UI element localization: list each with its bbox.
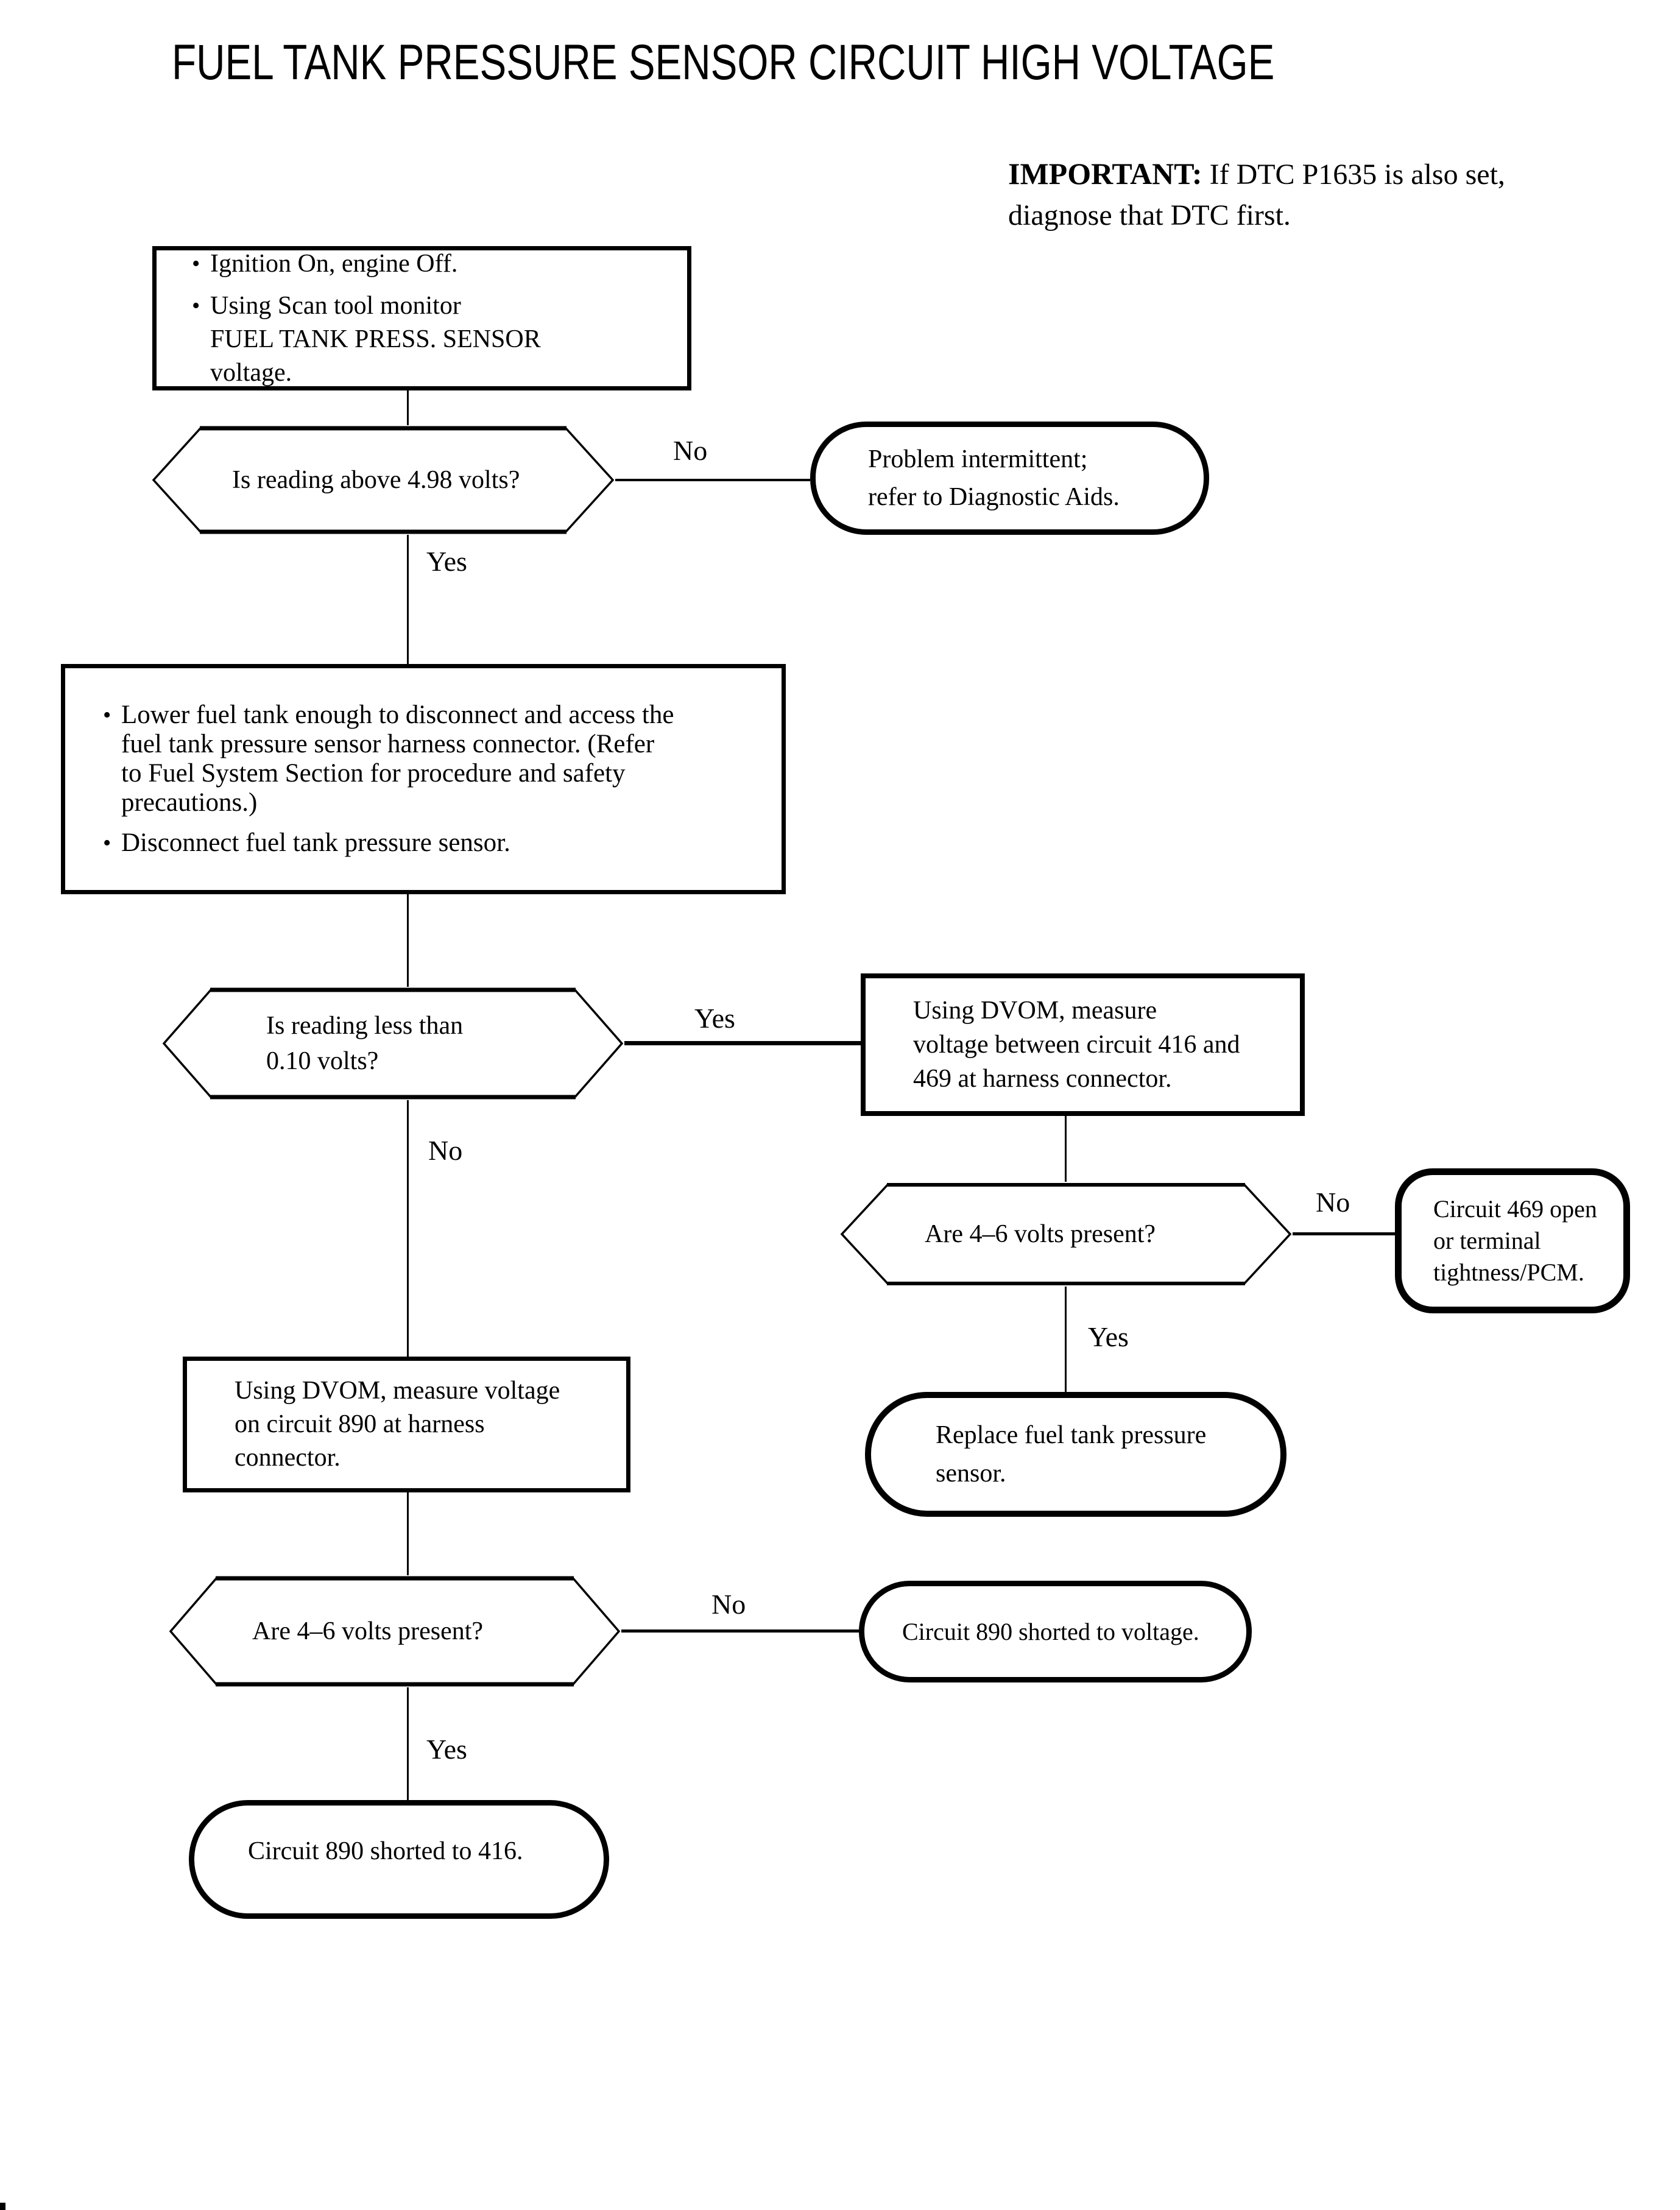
text-line: precautions.): [121, 788, 258, 817]
connector: [1065, 1116, 1067, 1182]
decision-reading-less-010-text: Is reading less than 0.10 volts?: [266, 987, 463, 1100]
text-line: on circuit 890 at harness: [235, 1410, 485, 1438]
connector: [1065, 1287, 1067, 1392]
text-line: Ignition On, engine Off.: [210, 249, 458, 278]
text-line: Circuit 890 shorted to voltage.: [902, 1617, 1199, 1645]
bullet-item: • Disconnect fuel tank pressure sensor.: [65, 828, 782, 858]
bullet-icon: •: [103, 702, 111, 728]
text-line: Replace fuel tank pressure: [936, 1421, 1207, 1449]
connector: [615, 479, 810, 481]
connector: [624, 1041, 861, 1045]
text-line: Is reading above 4.98 volts?: [232, 466, 520, 494]
decision-reading-less-010: [161, 987, 624, 1100]
terminal-circuit-890-voltage: Circuit 890 shorted to voltage.: [859, 1581, 1252, 1682]
branch-label-no: No: [711, 1589, 746, 1620]
text-line: Circuit 890 shorted to 416.: [248, 1837, 523, 1865]
important-text: If DTC P1635 is also set,: [1209, 158, 1505, 191]
scan-speck: [0, 2203, 5, 2210]
process-lower-tank-box: • Lower fuel tank enough to disconnect a…: [61, 664, 786, 894]
text-line: to Fuel System Section for procedure and…: [121, 759, 626, 788]
decision-46-volts-left: [168, 1575, 621, 1687]
connector: [407, 1100, 409, 1357]
text-line: connector.: [235, 1444, 341, 1472]
process-measure-416-469-box: Using DVOM, measure voltage between circ…: [861, 973, 1305, 1116]
branch-label-yes: Yes: [426, 1734, 467, 1765]
text-line: Circuit 469 open: [1433, 1195, 1597, 1223]
branch-label-no: No: [428, 1135, 463, 1166]
decision-shape: [162, 987, 624, 1100]
text-line: refer to Diagnostic Aids.: [868, 483, 1120, 511]
process-start-box: • Ignition On, engine Off. • Using Scan …: [152, 246, 691, 390]
connector: [407, 1687, 409, 1800]
connector: [407, 390, 409, 425]
process-measure-890-box: Using DVOM, measure voltage on circuit 8…: [183, 1357, 630, 1492]
bullet-icon: •: [103, 830, 111, 856]
decision-reading-above-498-text: Is reading above 4.98 volts?: [232, 425, 520, 535]
connector: [407, 1492, 409, 1575]
text-line: voltage.: [210, 358, 292, 387]
decision-shape: [840, 1183, 1292, 1285]
decision-shape: [169, 1576, 621, 1687]
bullet-item: • Ignition On, engine Off.: [157, 247, 687, 281]
text-line: Are 4–6 volts present?: [252, 1617, 484, 1645]
decision-46-volts-right: [839, 1182, 1293, 1287]
bullet-item: • Using Scan tool monitor FUEL TANK PRES…: [157, 289, 687, 390]
important-label: IMPORTANT:: [1008, 157, 1202, 191]
text-line: Using DVOM, measure voltage: [235, 1377, 560, 1405]
branch-label-yes: Yes: [694, 1003, 735, 1034]
branch-label-yes: Yes: [426, 546, 467, 577]
branch-label-no: No: [673, 435, 708, 466]
text-line: 469 at harness connector.: [913, 1065, 1172, 1093]
connector: [621, 1629, 859, 1633]
important-note: IMPORTANT: If DTC P1635 is also set, dia…: [1008, 154, 1648, 236]
decision-46-volts-left-text: Are 4–6 volts present?: [252, 1575, 483, 1687]
bullet-icon: •: [192, 292, 200, 319]
decision-reading-above-498: [151, 425, 615, 535]
connector: [407, 535, 409, 664]
connector: [1293, 1232, 1395, 1235]
text-line: voltage between circuit 416 and: [913, 1031, 1240, 1059]
text-line: Lower fuel tank enough to disconnect and…: [121, 701, 674, 729]
terminal-problem-intermittent: Problem intermittent; refer to Diagnosti…: [810, 422, 1209, 535]
text-line: Is reading less than: [266, 1012, 464, 1040]
text-line: Problem intermittent;: [868, 445, 1088, 473]
text-line: sensor.: [936, 1459, 1006, 1488]
decision-46-volts-right-text: Are 4–6 volts present?: [925, 1182, 1156, 1287]
bullet-item: • Lower fuel tank enough to disconnect a…: [65, 701, 782, 817]
text-line: Are 4–6 volts present?: [925, 1220, 1156, 1248]
page-title: FUEL TANK PRESSURE SENSOR CIRCUIT HIGH V…: [172, 35, 1275, 90]
text-line: fuel tank pressure sensor harness connec…: [121, 730, 655, 758]
terminal-circuit-890-416: Circuit 890 shorted to 416.: [189, 1800, 609, 1919]
important-text-2: diagnose that DTC first.: [1008, 199, 1291, 231]
text-line: Disconnect fuel tank pressure sensor.: [121, 828, 510, 857]
connector: [407, 894, 409, 987]
decision-shape: [152, 426, 615, 534]
bullet-icon: •: [192, 250, 200, 277]
text-line: Using Scan tool monitor: [210, 291, 461, 320]
text-line: tightness/PCM.: [1433, 1259, 1584, 1286]
terminal-circuit-469-open: Circuit 469 open or terminal tightness/P…: [1395, 1168, 1630, 1313]
branch-label-yes: Yes: [1088, 1321, 1129, 1352]
text-line: Using DVOM, measure: [913, 997, 1157, 1025]
text-line: FUEL TANK PRESS. SENSOR: [210, 325, 541, 353]
terminal-replace-sensor: Replace fuel tank pressure sensor.: [865, 1392, 1286, 1517]
branch-label-no: No: [1316, 1187, 1350, 1218]
text-line: or terminal: [1433, 1227, 1541, 1254]
text-line: 0.10 volts?: [266, 1047, 379, 1075]
